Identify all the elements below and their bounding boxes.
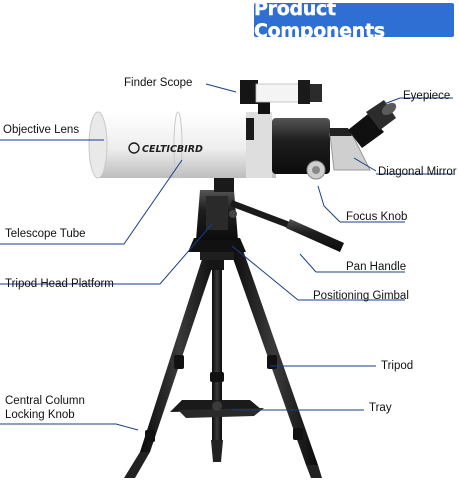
label-objective-lens: Objective Lens (3, 124, 80, 136)
label-focus-knob: Focus Knob (346, 211, 408, 223)
brand-logo: CELTICBIRD (128, 142, 203, 155)
label-tray: Tray (369, 402, 392, 414)
label-eyepiece: Eyepiece (403, 90, 451, 102)
label-pan-handle: Pan Handle (346, 261, 407, 273)
tripod-head (188, 178, 344, 260)
label-finder-scope: Finder Scope (124, 77, 193, 89)
brand-logo-text: CELTICBIRD (142, 144, 203, 155)
label-telescope-tube: Telescope Tube (5, 228, 86, 240)
label-tripod-head-platform: Tripod Head Platform (5, 278, 114, 290)
label-central-column-line1: Central Column (5, 395, 85, 407)
telescope-tube (88, 111, 276, 179)
tray (170, 400, 264, 418)
finder-scope (240, 80, 322, 114)
label-diagonal-mirror: Diagonal Mirror (378, 166, 457, 178)
tripod-legs (124, 250, 322, 478)
banner-title: Product Components (254, 0, 385, 42)
product-components-banner: Product Components (254, 0, 454, 42)
label-positioning-gimbal: Positioning Gimbal (313, 290, 409, 302)
label-central-column-line2: Locking Knob (5, 409, 75, 421)
leader-lines (0, 83, 453, 431)
label-tripod: Tripod (381, 360, 414, 372)
focuser-assembly (272, 100, 397, 180)
